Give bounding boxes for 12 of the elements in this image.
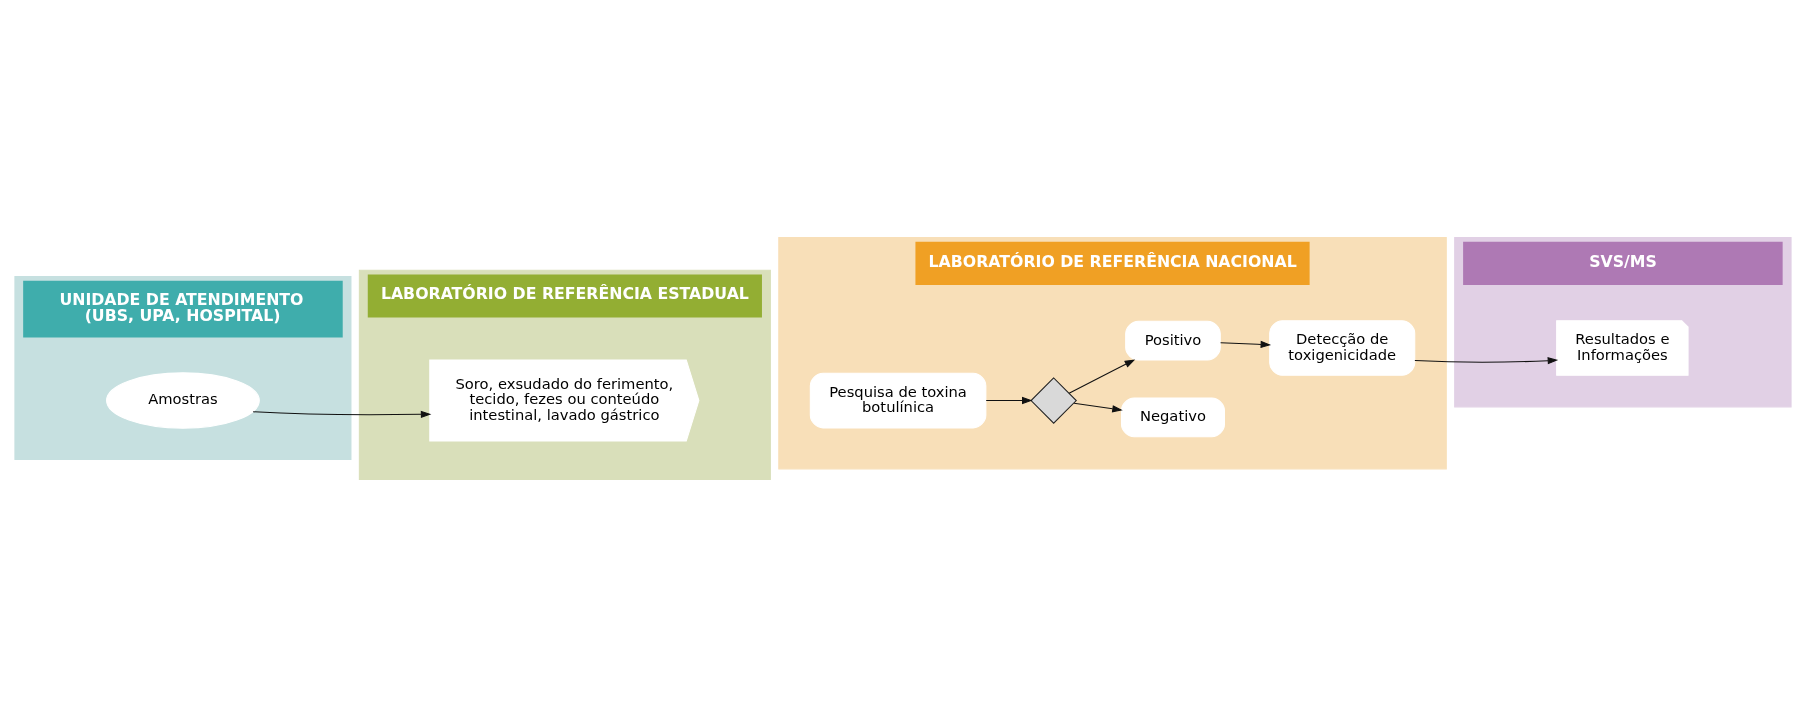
node-box: Positivo	[1125, 320, 1221, 361]
node-box: Negativo	[1120, 396, 1225, 437]
arrow	[1068, 358, 1136, 394]
node-diamond	[1030, 376, 1077, 424]
arrow	[1220, 340, 1272, 348]
node-box: Detecção de toxigenicidade	[1269, 319, 1416, 376]
node-ellipse: Amostras	[106, 371, 260, 429]
arrow	[985, 396, 1033, 404]
arrow	[1073, 402, 1123, 412]
arrow	[1414, 356, 1559, 364]
arrow	[252, 410, 432, 418]
node-box: Pesquisa de toxina botulínica	[809, 372, 987, 428]
